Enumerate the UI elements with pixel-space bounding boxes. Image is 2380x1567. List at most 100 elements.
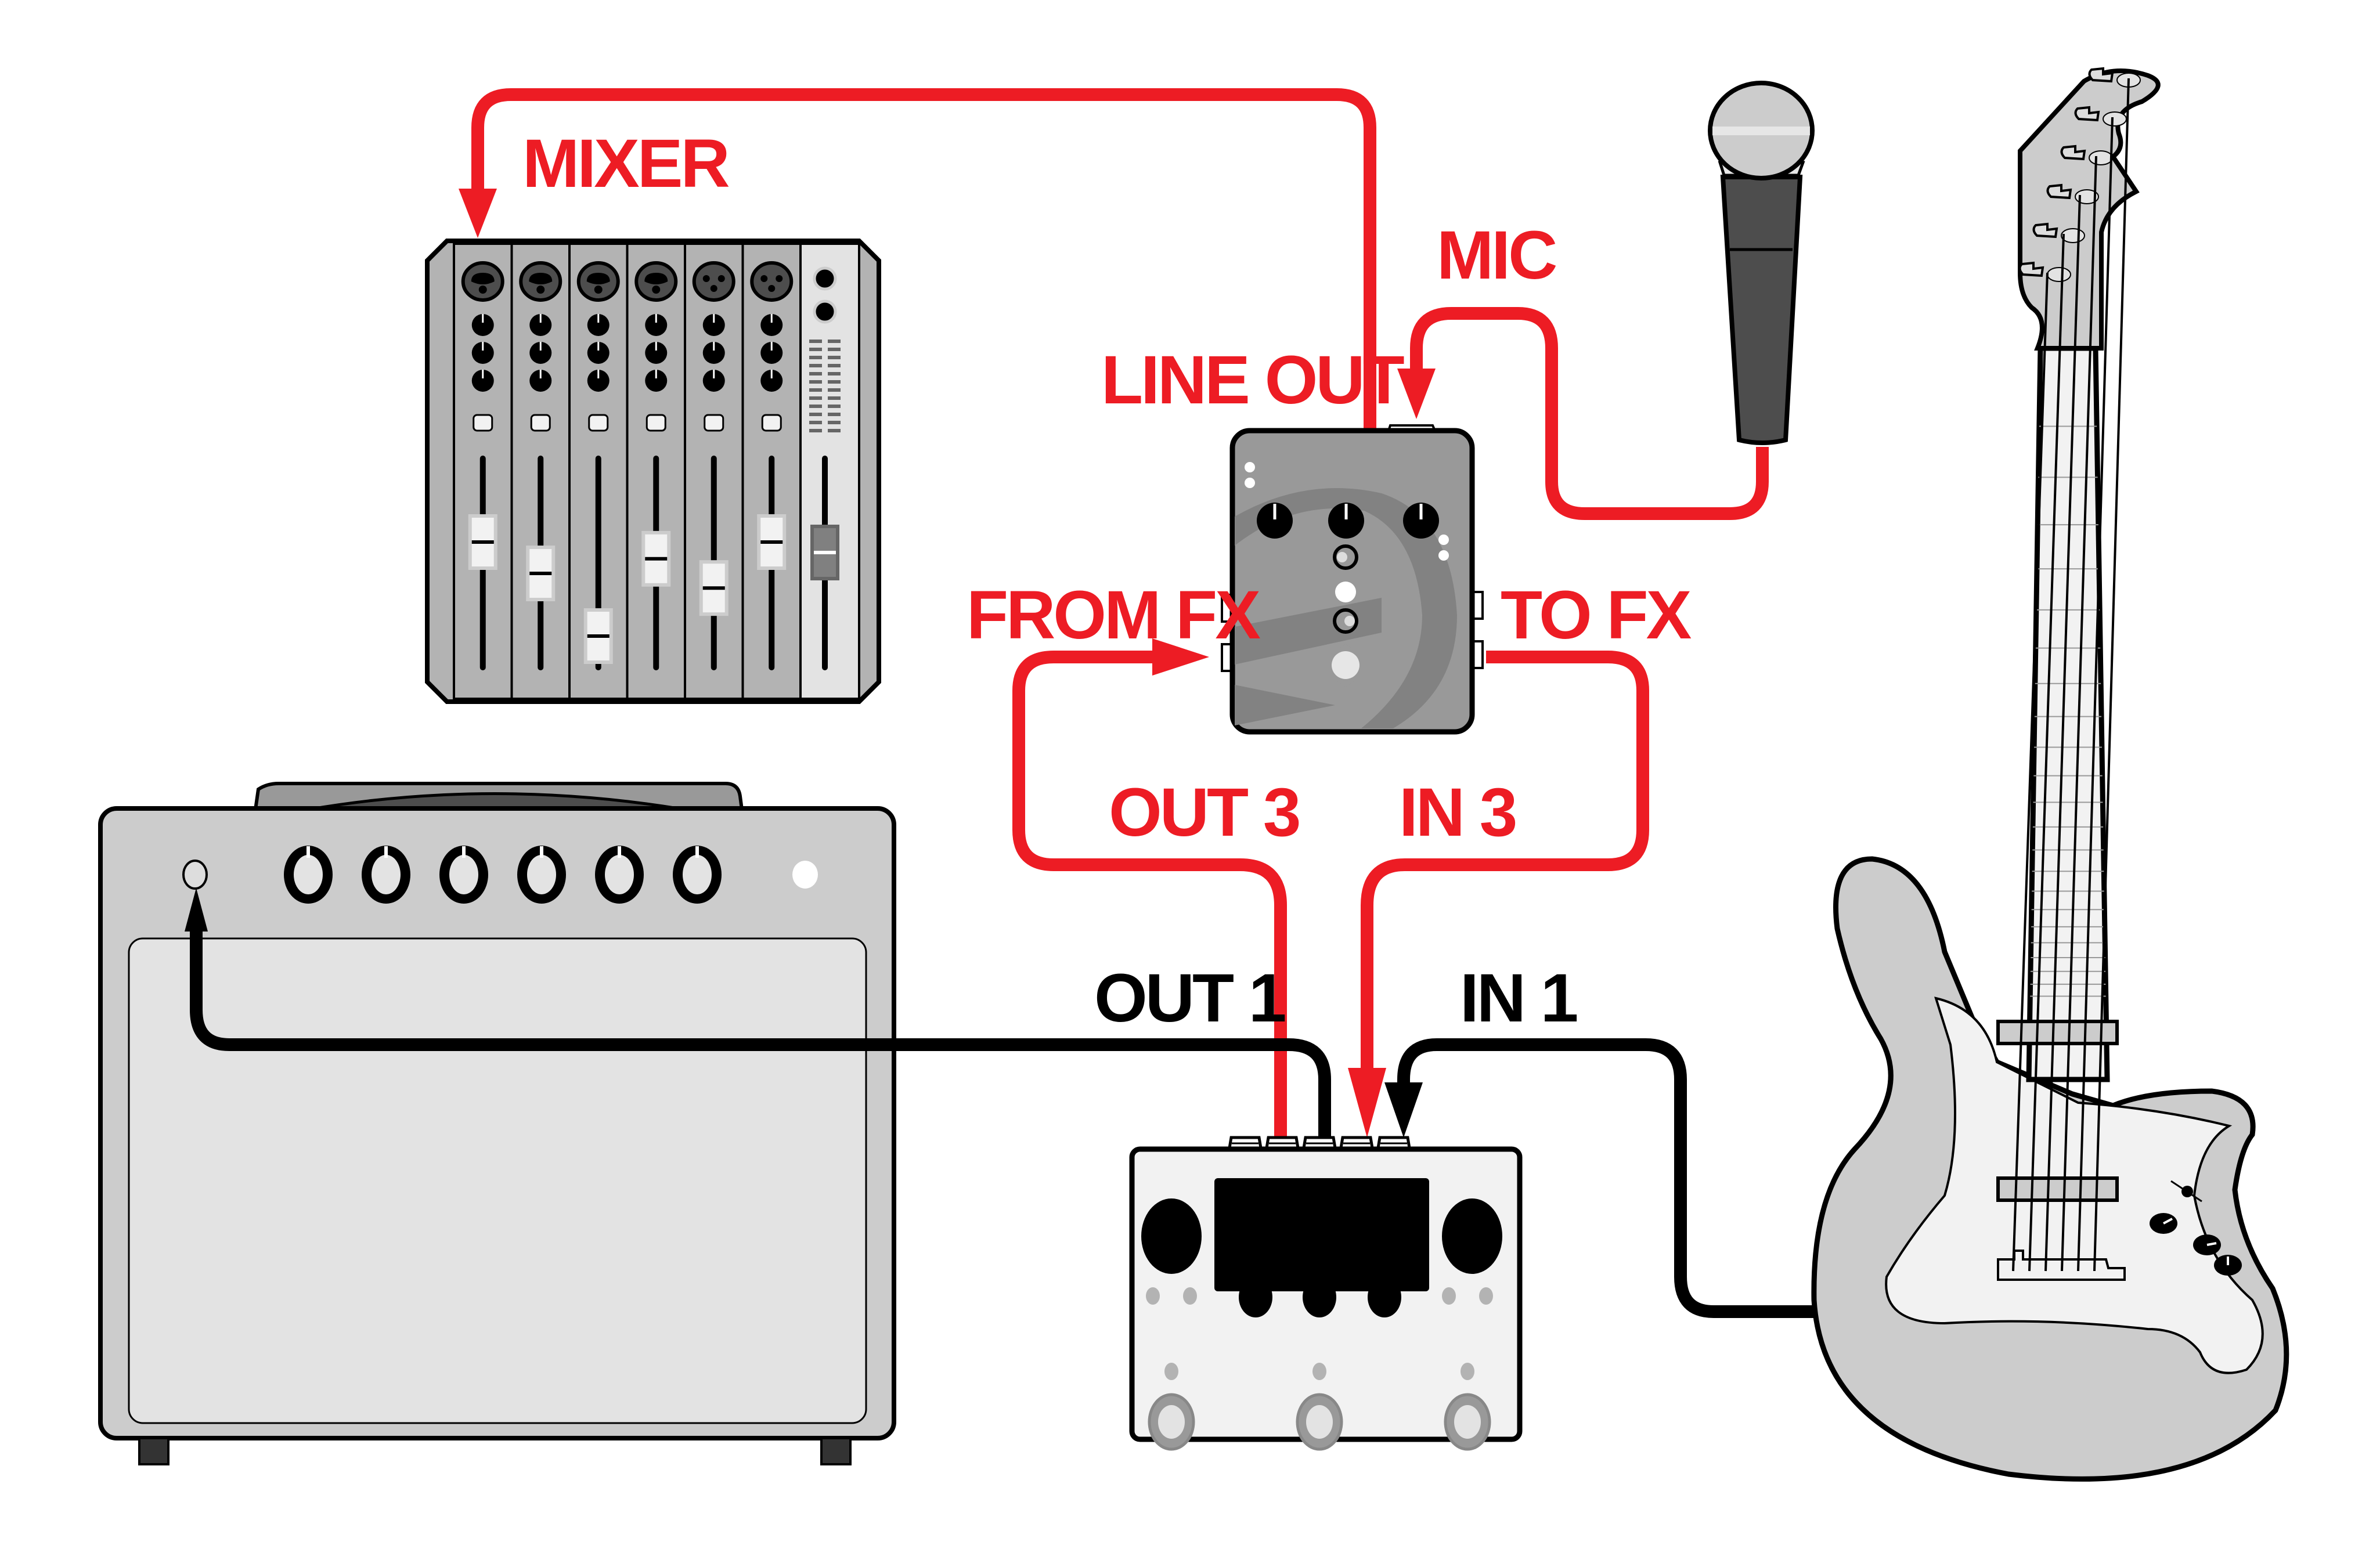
mixer-channel-strip bbox=[626, 243, 686, 700]
label-to-fx: TO FX bbox=[1501, 577, 1692, 653]
fx-display bbox=[1214, 1178, 1429, 1291]
label-line-out: LINE OUT bbox=[1101, 342, 1404, 418]
xlr-jack-icon bbox=[692, 261, 735, 302]
meter-segment bbox=[828, 421, 841, 424]
fx-led bbox=[1442, 1287, 1456, 1305]
pedal-knob-2 bbox=[1328, 503, 1364, 539]
mixer-knob bbox=[587, 342, 610, 364]
label-mixer: MIXER bbox=[522, 125, 729, 202]
arrow-into-mixer bbox=[459, 189, 497, 238]
meter-segment bbox=[809, 388, 822, 392]
arrow-into-in3 bbox=[1348, 1068, 1386, 1138]
mixer-knob bbox=[529, 370, 552, 392]
meter-segment bbox=[828, 364, 841, 367]
tuner-peg bbox=[2032, 222, 2058, 239]
multi-effects-pedal bbox=[1129, 1136, 1523, 1451]
meter-segment bbox=[828, 356, 841, 359]
label-from-fx: FROM FX bbox=[967, 577, 1260, 653]
fx-knob bbox=[1368, 1277, 1401, 1317]
headphone-jack-icon bbox=[813, 266, 837, 291]
mixer-knob bbox=[760, 314, 783, 336]
label-in1: IN 1 bbox=[1460, 960, 1577, 1037]
mixer-knob bbox=[471, 314, 494, 336]
mixer-channel-strip bbox=[453, 243, 513, 700]
meter-segment bbox=[809, 421, 822, 424]
arrow-into-mic-input bbox=[1397, 369, 1436, 419]
cable-out1-to-amp bbox=[190, 929, 1331, 1152]
meter-segment bbox=[809, 396, 822, 400]
meter-segment bbox=[828, 388, 841, 392]
fx-led bbox=[1312, 1363, 1326, 1380]
tuner-peg bbox=[2018, 261, 2044, 277]
meter-segment bbox=[828, 405, 841, 408]
mixer-knob bbox=[645, 342, 668, 364]
mixer-channel-strip bbox=[684, 243, 744, 700]
fx-big-knob-left bbox=[1141, 1198, 1202, 1274]
pedal-knob-3 bbox=[1403, 503, 1439, 539]
guitar-amp bbox=[98, 782, 896, 1465]
mixer-mute-button bbox=[704, 414, 724, 432]
tuner-peg bbox=[2088, 67, 2114, 83]
tuner-post bbox=[2103, 111, 2127, 127]
pedal-led-center bbox=[1335, 582, 1356, 602]
fx-led bbox=[1183, 1287, 1197, 1305]
mixer-knob bbox=[587, 314, 610, 336]
meter-segment bbox=[828, 340, 841, 343]
guitar-volume-knob bbox=[2150, 1213, 2177, 1234]
meter-segment bbox=[809, 364, 822, 367]
mixer-mute-button bbox=[530, 414, 551, 432]
meter-segment bbox=[828, 380, 841, 384]
mixer-knob bbox=[702, 314, 725, 336]
cable-lineout-to-mixer bbox=[471, 88, 1376, 431]
mixer-master-section bbox=[799, 243, 860, 700]
arrow-into-amp bbox=[185, 888, 208, 931]
meter-segment bbox=[809, 340, 822, 343]
arrow-into-from-fx bbox=[1152, 638, 1209, 676]
cable-guitar-to-in1 bbox=[1397, 1038, 1826, 1318]
fx-led bbox=[1479, 1287, 1493, 1305]
mixer-knob bbox=[587, 370, 610, 392]
cable-out3-to-fromfx bbox=[1012, 651, 1287, 1152]
microphone bbox=[1708, 81, 1815, 445]
amp-grille bbox=[128, 937, 867, 1424]
xlr-jack-icon bbox=[750, 261, 794, 302]
tuner-peg bbox=[2060, 145, 2086, 161]
meter-segment bbox=[828, 396, 841, 400]
mixer-channel-strip bbox=[741, 243, 802, 700]
mixer-knob bbox=[760, 342, 783, 364]
pedal-footswitch bbox=[1332, 651, 1360, 679]
meter-segment bbox=[828, 413, 841, 416]
mixer-mute-button bbox=[588, 414, 609, 432]
meter-segment bbox=[809, 380, 822, 384]
meter-segment bbox=[828, 429, 841, 432]
mixer-mute-button bbox=[473, 414, 493, 432]
fx-led bbox=[1164, 1363, 1178, 1380]
meter-segment bbox=[809, 413, 822, 416]
mixer-knob bbox=[471, 342, 494, 364]
guitar-tone-knob bbox=[2193, 1234, 2221, 1255]
mixer-knob bbox=[702, 342, 725, 364]
mixer bbox=[425, 239, 881, 704]
guitar-string bbox=[2012, 272, 2049, 1272]
tuner-peg bbox=[2074, 106, 2100, 122]
tuner-post bbox=[2047, 267, 2071, 282]
meter-segment bbox=[828, 372, 841, 375]
amp-input-jack bbox=[182, 860, 208, 890]
amp-power-light bbox=[792, 861, 818, 889]
fx-big-knob-right bbox=[1442, 1198, 1502, 1274]
tuner-post bbox=[2089, 150, 2113, 165]
meter-segment bbox=[809, 348, 822, 351]
mixer-knob bbox=[702, 370, 725, 392]
meter-segment bbox=[809, 356, 822, 359]
label-mic: MIC bbox=[1437, 217, 1556, 294]
label-in3: IN 3 bbox=[1399, 774, 1516, 851]
guitar-tone-knob-2 bbox=[2214, 1255, 2242, 1276]
cable-mic-to-pedal bbox=[1410, 307, 1769, 520]
meter-segment bbox=[828, 348, 841, 351]
headphone-jack-icon bbox=[813, 299, 837, 324]
pedal-led bbox=[1245, 462, 1255, 472]
mixer-knob bbox=[529, 342, 552, 364]
meter-segment bbox=[809, 405, 822, 408]
preamp-pedal bbox=[1221, 424, 1484, 735]
